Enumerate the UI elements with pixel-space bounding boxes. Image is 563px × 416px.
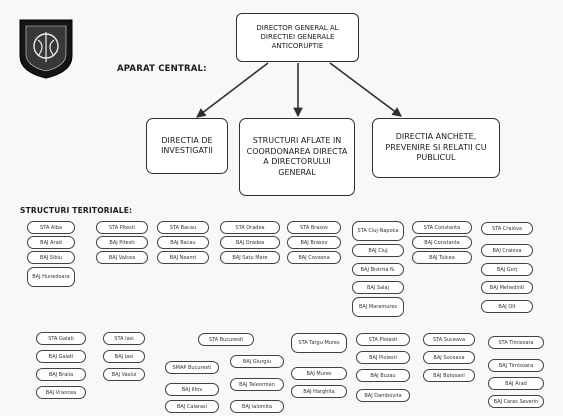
unit-pill: BAJ Arad: [488, 377, 544, 390]
unit-pill: BAJ Bacau: [157, 236, 209, 249]
directia-investigatii-label: DIRECTIA DE INVESTIGATII: [161, 135, 213, 156]
unit-pill: BAJ Timisoara: [488, 359, 544, 372]
unit-pill: BAJ Iasi: [103, 350, 145, 363]
unit-pill: BAJ Craiova: [481, 244, 533, 257]
unit-pill: BAJ Teleorman: [230, 378, 284, 391]
director-general-label: DIRECTOR GENERAL AL DIRECTIEI GENERALE A…: [256, 24, 339, 50]
unit-pill: STA Constanta: [412, 221, 472, 234]
structuri-coordonare-label: STRUCTURI AFLATE IN COORDONAREA DIRECTA …: [246, 136, 348, 177]
unit-pill: BAJ Galati: [36, 350, 86, 363]
unit-pill: STA Alba: [27, 221, 75, 234]
aparat-central-label: APARAT CENTRAL:: [117, 64, 207, 74]
unit-pill: BAJ Giurgiu: [230, 355, 284, 368]
unit-pill: STA Bucuresti: [198, 333, 254, 346]
unit-pill: STA Cluj-Napoca: [352, 221, 404, 241]
unit-pill: STA Brasov: [287, 221, 341, 234]
ministry-crest-icon: [19, 19, 73, 79]
unit-pill: BAJ Vrancea: [36, 386, 86, 399]
unit-pill: BAJ Mures: [291, 367, 347, 380]
unit-pill: SMAP Bucuresti: [165, 361, 219, 374]
unit-pill: STA Pitesti: [96, 221, 148, 234]
unit-pill: STA Targu Mures: [291, 333, 347, 353]
unit-pill: BAJ Valcea: [96, 251, 148, 264]
unit-pill: STA Craiova: [481, 222, 533, 235]
unit-pill: BAJ Salaj: [352, 281, 404, 294]
unit-pill: BAJ Braila: [36, 368, 86, 381]
unit-pill: BAJ Brasov: [287, 236, 341, 249]
unit-pill: BAJ Ploiesti: [356, 351, 410, 364]
unit-pill: STA Suceava: [423, 333, 475, 346]
unit-pill: STA Iasi: [103, 332, 145, 345]
unit-pill: BAJ Maramures: [352, 297, 404, 317]
unit-pill: BAJ Mehedinti: [481, 281, 533, 294]
unit-pill: BAJ Hunedoara: [27, 267, 75, 287]
unit-pill: BAJ Bistrita N.: [352, 263, 404, 276]
unit-pill: BAJ Vaslui: [103, 368, 145, 381]
unit-pill: BAJ Tulcea: [412, 251, 472, 264]
unit-pill: STA Bacau: [157, 221, 209, 234]
unit-pill: BAJ Pitesti: [96, 236, 148, 249]
unit-pill: BAJ Ialomita: [230, 400, 284, 413]
unit-pill: BAJ Satu Mare: [220, 251, 280, 264]
unit-pill: BAJ Cluj: [352, 244, 404, 257]
directia-investigatii-box: DIRECTIA DE INVESTIGATII: [146, 118, 228, 174]
unit-pill: BAJ Gorj: [481, 263, 533, 276]
directia-anchete-label: DIRECTIA ANCHETE, PREVENIRE SI RELATII C…: [385, 132, 487, 163]
unit-pill: BAJ Caras Severin: [488, 395, 544, 408]
unit-pill: BAJ Calarasi: [165, 400, 219, 413]
unit-pill: BAJ Suceava: [423, 351, 475, 364]
unit-pill: BAJ Buzau: [356, 369, 410, 382]
directia-anchete-box: DIRECTIA ANCHETE, PREVENIRE SI RELATII C…: [372, 118, 500, 178]
unit-pill: STA Timisoara: [488, 336, 544, 349]
unit-pill: BAJ Oradea: [220, 236, 280, 249]
structuri-teritoriale-label: STRUCTURI TERITORIALE:: [20, 206, 133, 215]
unit-pill: BAJ Dambovita: [356, 389, 410, 402]
unit-pill: BAJ Covasna: [287, 251, 341, 264]
unit-pill: BAJ Arad: [27, 236, 75, 249]
unit-pill: BAJ Sibiu: [27, 251, 75, 264]
unit-pill: BAJ Olt: [481, 300, 533, 313]
unit-pill: BAJ Constanta: [412, 236, 472, 249]
director-general-box: DIRECTOR GENERAL AL DIRECTIEI GENERALE A…: [236, 13, 359, 62]
unit-pill: BAJ Harghita: [291, 385, 347, 398]
unit-pill: STA Galati: [36, 332, 86, 345]
structuri-coordonare-box: STRUCTURI AFLATE IN COORDONAREA DIRECTA …: [239, 118, 355, 196]
unit-pill: BAJ Ilfov: [165, 383, 219, 396]
unit-pill: BAJ Neamt: [157, 251, 209, 264]
unit-pill: STA Ploiesti: [356, 333, 410, 346]
unit-pill: BAJ Botosani: [423, 369, 475, 382]
unit-pill: STA Oradea: [220, 221, 280, 234]
